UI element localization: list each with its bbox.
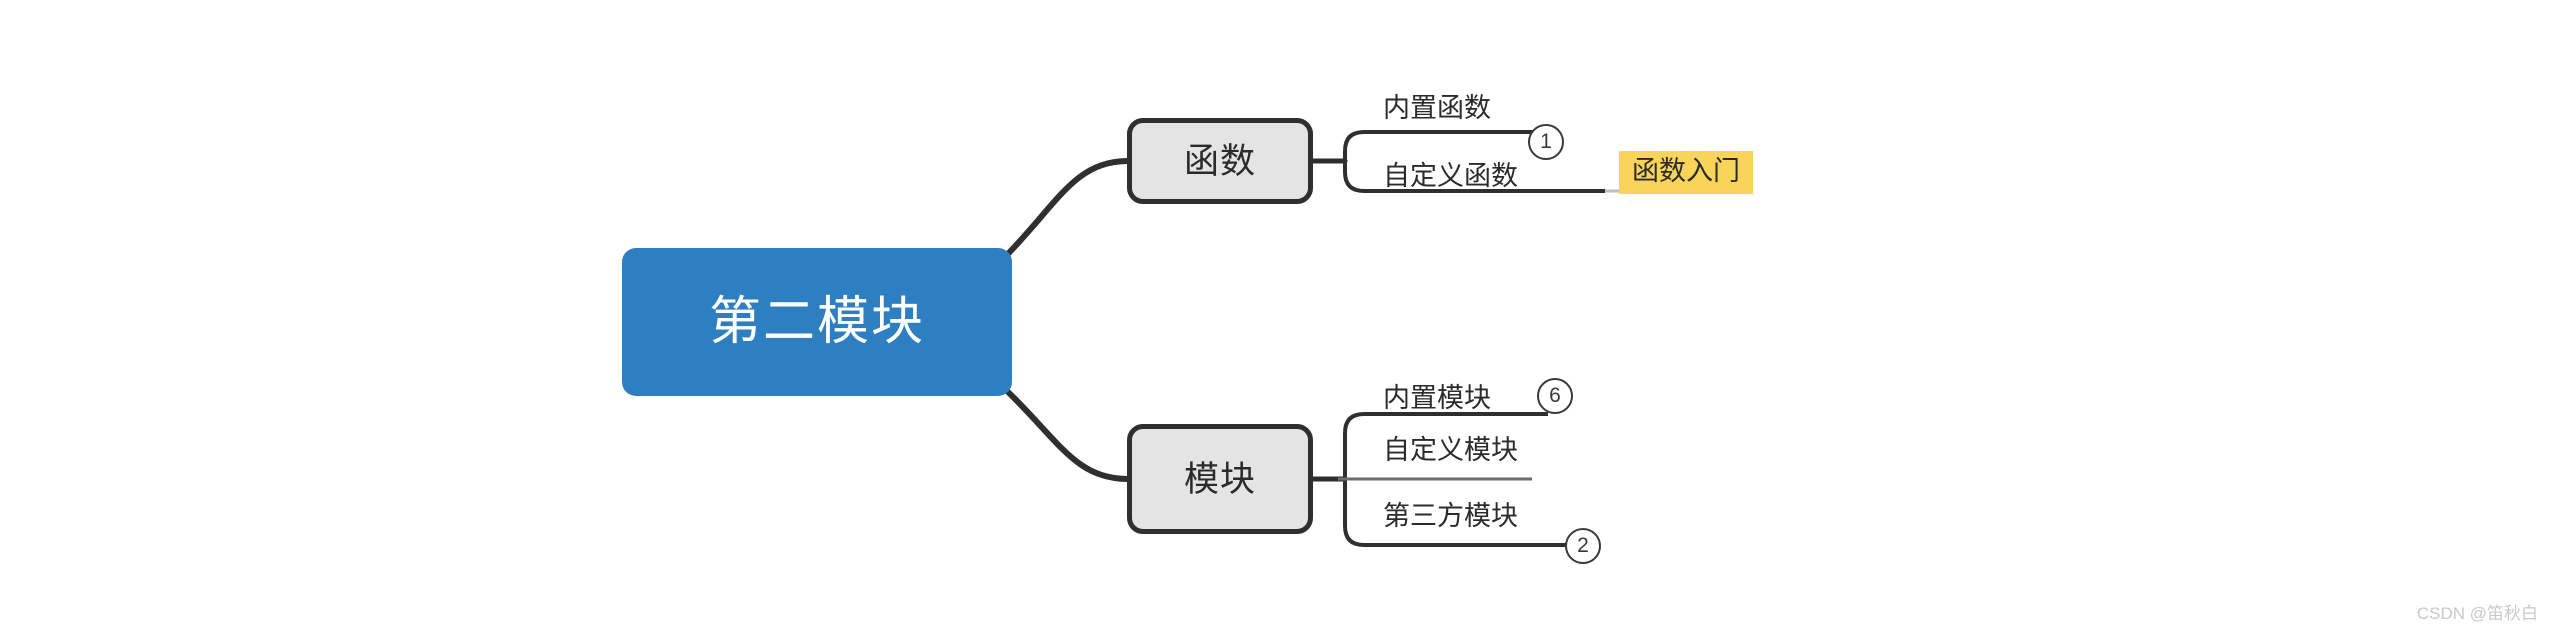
leaf-thirdparty-module[interactable]: 第三方模块 <box>1383 501 1518 531</box>
watermark: CSDN @笛秋白 <box>2416 604 2538 623</box>
branch-node-functions-label: 函数 <box>1183 141 1256 181</box>
leaf-builtin-module[interactable]: 内置模块 <box>1383 383 1491 413</box>
badge-thirdparty-module-count: 2 <box>1565 528 1601 564</box>
connector-root-to-functions <box>1003 158 1130 259</box>
leaf-custom-module[interactable]: 自定义模块 <box>1383 435 1518 465</box>
branch-node-modules-label: 模块 <box>1183 459 1256 499</box>
leaf-builtin-function[interactable]: 内置函数 <box>1383 93 1491 123</box>
branch-node-modules[interactable]: 模块 <box>1127 424 1313 534</box>
connector-root-to-modules <box>1003 387 1130 482</box>
root-node[interactable]: 第二模块 <box>622 248 1012 396</box>
badge-builtin-function-count: 1 <box>1528 124 1564 160</box>
root-node-label: 第二模块 <box>708 293 925 351</box>
branch-node-functions[interactable]: 函数 <box>1127 118 1313 204</box>
badge-builtin-module-count: 6 <box>1537 378 1573 414</box>
tag-function-intro[interactable]: 函数入门 <box>1619 151 1753 194</box>
leaf-custom-function[interactable]: 自定义函数 <box>1383 161 1518 191</box>
